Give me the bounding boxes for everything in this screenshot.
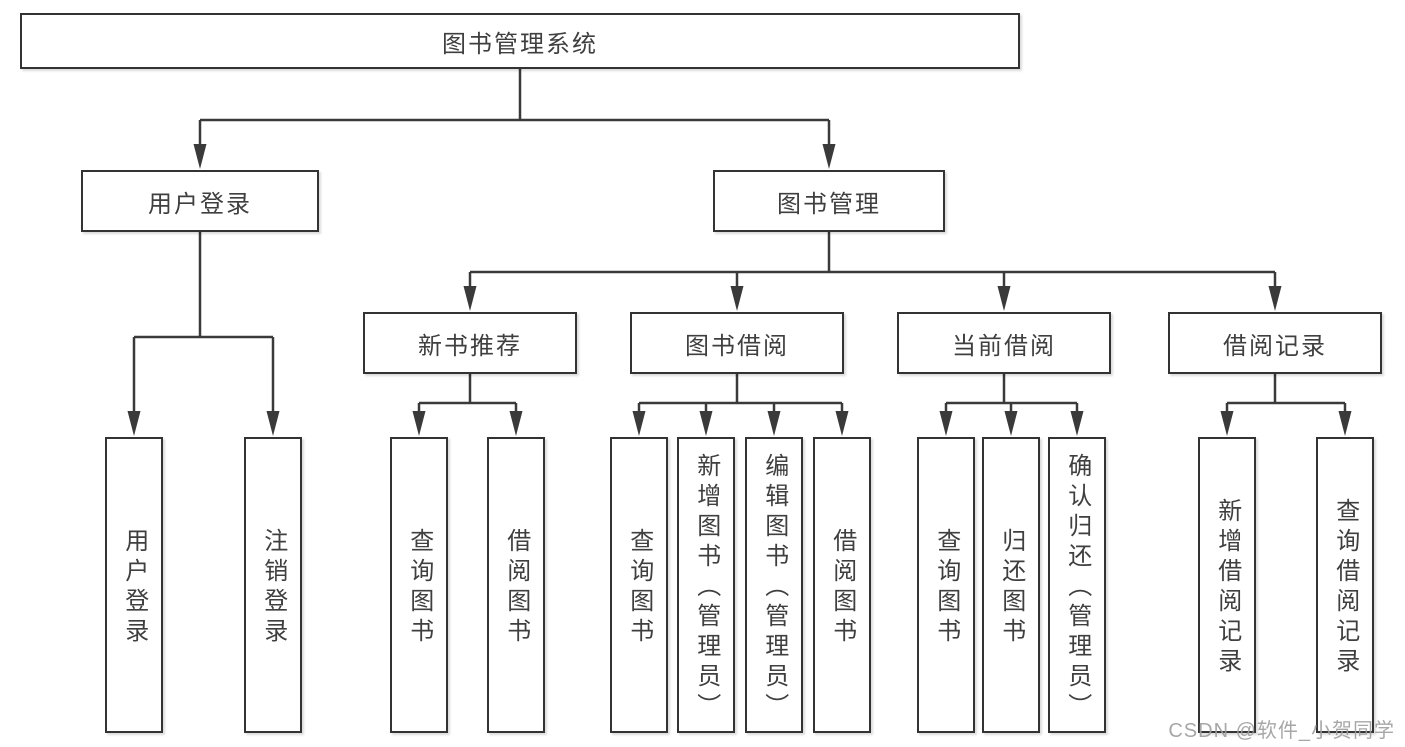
node-borrow-record: 借阅记录 xyxy=(1168,312,1382,374)
node-current-borrow-label: 当前借阅 xyxy=(952,332,1056,360)
leaf-confirm-return-admin-label: 确认归还（管理员） xyxy=(1063,453,1091,723)
leaf-query-book-2-label: 查询图书 xyxy=(625,528,653,648)
leaf-logout: 注销登录 xyxy=(244,437,302,733)
leaf-borrow-book-1-label: 借阅图书 xyxy=(502,528,530,648)
leaf-query-book-3-label: 查询图书 xyxy=(932,528,960,648)
leaf-user-login-label: 用户登录 xyxy=(120,528,148,648)
leaf-borrow-book-2-label: 借阅图书 xyxy=(828,528,856,648)
node-new-book-recommend-label: 新书推荐 xyxy=(418,332,522,360)
node-user-login: 用户登录 xyxy=(81,170,319,232)
node-new-book-recommend: 新书推荐 xyxy=(363,312,577,374)
leaf-borrow-book-2: 借阅图书 xyxy=(813,437,871,733)
leaf-logout-label: 注销登录 xyxy=(259,528,287,648)
leaf-return-book-label: 归还图书 xyxy=(997,528,1025,648)
connector-current-borrow-branch xyxy=(939,373,1084,436)
leaf-add-book-admin-label: 新增图书（管理员） xyxy=(692,453,720,723)
connector-user-login-branch xyxy=(127,231,280,436)
leaf-query-borrow-record: 查询借阅记录 xyxy=(1316,437,1374,733)
leaf-add-borrow-record: 新增借阅记录 xyxy=(1198,437,1256,733)
leaf-return-book: 归还图书 xyxy=(982,437,1040,733)
leaf-query-book-2: 查询图书 xyxy=(610,437,668,733)
node-current-borrow: 当前借阅 xyxy=(897,312,1111,374)
leaf-borrow-book-1: 借阅图书 xyxy=(487,437,545,733)
connector-borrow-record-branch xyxy=(1220,373,1352,436)
connector-root-branch xyxy=(193,68,836,169)
leaf-edit-book-admin-label: 编辑图书（管理员） xyxy=(760,453,788,723)
node-book-borrow: 图书借阅 xyxy=(630,312,844,374)
watermark-text: CSDN @软件_小贺同学 xyxy=(1168,720,1395,742)
leaf-query-book-1-label: 查询图书 xyxy=(405,528,433,648)
node-root: 图书管理系统 xyxy=(20,13,1020,69)
node-borrow-record-label: 借阅记录 xyxy=(1223,332,1327,360)
node-user-login-label: 用户登录 xyxy=(148,190,252,218)
leaf-query-book-1: 查询图书 xyxy=(390,437,448,733)
connector-new-book-branch xyxy=(412,373,523,436)
node-book-mgmt: 图书管理 xyxy=(713,170,945,232)
connector-book-borrow-branch xyxy=(632,373,849,436)
leaf-add-book-admin: 新增图书（管理员） xyxy=(677,437,735,733)
node-book-mgmt-label: 图书管理 xyxy=(777,190,881,218)
connector-book-mgmt-branch xyxy=(463,231,1282,311)
leaf-edit-book-admin: 编辑图书（管理员） xyxy=(745,437,803,733)
node-root-label: 图书管理系统 xyxy=(442,30,598,58)
leaf-query-book-3: 查询图书 xyxy=(917,437,975,733)
leaf-add-borrow-record-label: 新增借阅记录 xyxy=(1213,498,1241,678)
leaf-confirm-return-admin: 确认归还（管理员） xyxy=(1048,437,1106,733)
leaf-query-borrow-record-label: 查询借阅记录 xyxy=(1331,498,1359,678)
node-book-borrow-label: 图书借阅 xyxy=(685,332,789,360)
leaf-user-login: 用户登录 xyxy=(105,437,163,733)
